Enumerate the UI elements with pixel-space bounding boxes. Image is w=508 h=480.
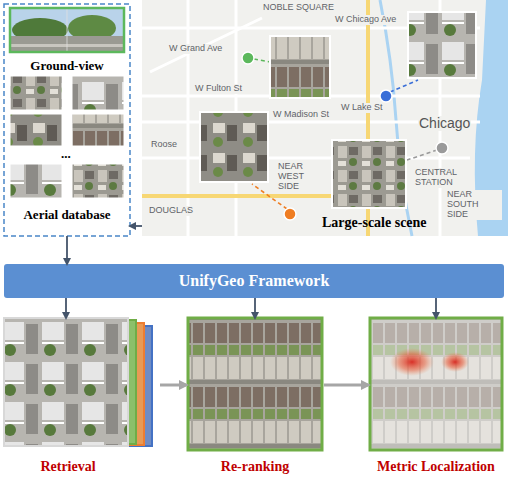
- aerial-tiles: [10, 164, 62, 198]
- map-label: W Grand Ave: [168, 44, 223, 54]
- localization-image: [370, 318, 502, 450]
- node-label: Aerial database: [23, 207, 110, 223]
- flow-arrow: [160, 384, 186, 387]
- panorama-image: [10, 8, 124, 52]
- leader-lines: [254, 59, 270, 62]
- retrieval-stack: [4, 318, 128, 446]
- map-label: CENTRAL STATION: [414, 168, 466, 188]
- node-label: Re-ranking: [221, 459, 289, 475]
- panorama-image: [10, 8, 124, 52]
- localization-image: [441, 352, 469, 372]
- map-streets: [142, 0, 480, 236]
- node-label: UnifyGeo Framework: [179, 272, 330, 290]
- map-label: DOUGLAS: [148, 206, 194, 216]
- map-label: W Fulton St: [194, 84, 243, 94]
- aerial-tiles: [10, 76, 124, 198]
- flow-arrow: [324, 384, 368, 387]
- result-panel: Re-ranking: [186, 318, 324, 478]
- localization-image: [370, 318, 502, 450]
- map-label: Chicago: [418, 116, 471, 131]
- map-label: NOBLE SQUARE: [262, 3, 335, 13]
- map-streets: [150, 18, 262, 72]
- map-thumbnails: [332, 140, 406, 208]
- result-panel: Retrieval: [4, 318, 160, 478]
- map-label: W Chicago Ave: [334, 15, 397, 25]
- location-dots: [284, 208, 296, 220]
- flow-arrow: [435, 298, 437, 318]
- leader-lines: [407, 150, 437, 160]
- map-streets: [187, 0, 190, 236]
- framework-bar: [4, 264, 504, 298]
- map-label: NEAR WEST SIDE: [277, 162, 327, 192]
- aerial-tiles: [72, 164, 124, 198]
- localization-image: [370, 318, 502, 450]
- map-label: Roose: [150, 140, 178, 150]
- map-streets: [142, 157, 470, 160]
- node-label: Retrieval: [40, 459, 95, 475]
- aerial-tiles: [10, 76, 62, 110]
- flow-arrow: [66, 236, 68, 264]
- result-panel: Metric Localization: [368, 318, 504, 478]
- location-dots: [242, 52, 448, 220]
- location-dots: [436, 142, 448, 154]
- flow-arrow: [65, 298, 67, 318]
- leader-lines: [390, 80, 418, 92]
- location-dots: [242, 52, 254, 64]
- aerial-tiles: [10, 114, 62, 146]
- node-label: Large-scale scene: [322, 215, 427, 231]
- framework-bar: UnifyGeo Framework: [4, 264, 504, 298]
- panorama-image: [10, 8, 124, 52]
- aerial-tiles: [72, 76, 124, 110]
- panorama-image: [67, 8, 68, 52]
- map-ground: [142, 0, 508, 236]
- location-dots: [380, 90, 392, 102]
- map-thumbnails: [408, 12, 476, 78]
- map-label: W Lake St: [340, 103, 384, 113]
- database-frame: [4, 4, 130, 236]
- map-thumbnails: [270, 36, 330, 98]
- map-ground: [142, 0, 508, 236]
- retrieval-stack: [4, 318, 152, 446]
- localization-image: [390, 348, 434, 376]
- database-box: Ground-viewAerial database: [4, 4, 130, 236]
- database-frame: [4, 4, 130, 236]
- framework-bar: [4, 264, 504, 298]
- aerial-tiles: [72, 114, 124, 146]
- map-thumbnails: [200, 12, 476, 208]
- localization-image: [370, 318, 502, 450]
- ellipsis-mark: ...: [60, 147, 72, 161]
- node-label: Ground-view: [30, 58, 103, 74]
- node-label: Metric Localization: [377, 459, 495, 475]
- reranking-image: [188, 318, 322, 450]
- map-thumbnails: [200, 112, 268, 182]
- flow-arrow: [254, 298, 256, 318]
- flow-arrow: [130, 225, 142, 227]
- map-label: NEAR SOUTH SIDE: [446, 190, 502, 220]
- reranking-image: [188, 318, 322, 450]
- map-label: W Madison St: [272, 110, 330, 120]
